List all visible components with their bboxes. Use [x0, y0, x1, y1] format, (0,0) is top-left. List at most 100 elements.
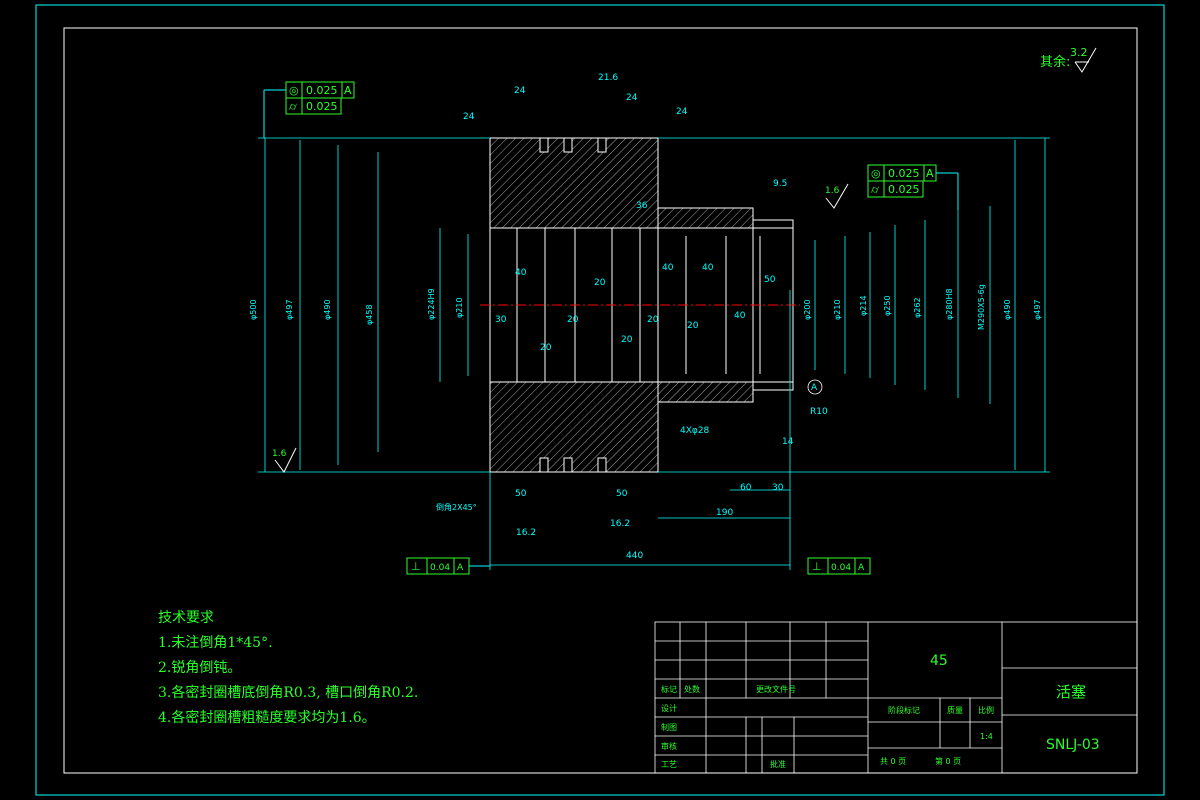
dim-inner-40a: 40 [515, 268, 527, 278]
dim-phi497-left: φ497 [285, 299, 294, 320]
dim-bottom-16b: 16.2 [610, 519, 630, 529]
tb-sheet-no: 第 0 页 [935, 756, 961, 766]
tol-r-1-value: 0.025 [888, 167, 920, 180]
tb-drawing-no: SNLJ-03 [1046, 737, 1100, 753]
dim-14: 14 [782, 437, 794, 447]
tol-tl-2-symbol: ⌭ [289, 100, 297, 113]
technical-requirements: 技术要求 1.未注倒角1*45°. 2.锐角倒钝。 3.各密封圈槽底倒角R0.3… [158, 606, 418, 731]
dim-phi210-left: φ210 [455, 297, 464, 318]
tb-scale-value: 1:4 [980, 732, 993, 741]
dim-inner-9-5: 9.5 [773, 179, 787, 189]
dim-inner-20d: 20 [621, 335, 633, 345]
dim-phi458: φ458 [365, 304, 374, 325]
tb-part-name: 活塞 [1056, 683, 1086, 701]
dim-inner-30: 30 [495, 315, 507, 325]
dim-inner-20e: 20 [647, 315, 659, 325]
tolerance-frame-bottom-left: ⊥ 0.04 A [406, 557, 490, 575]
tb-label-design: 设计 [661, 703, 677, 713]
svg-text:1.6: 1.6 [272, 449, 287, 459]
roughness-left: 1.6 [272, 447, 297, 473]
dim-top-5: 24 [676, 107, 688, 117]
tol-tl-1-symbol: ◎ [289, 84, 299, 97]
dim-phi224: φ224H9 [427, 288, 436, 320]
dim-inner-36: 36 [636, 201, 648, 211]
tol-tl-2-value: 0.025 [306, 100, 338, 113]
dim-inner-40c: 40 [702, 263, 714, 273]
tol-tl-1-datum: A [344, 84, 352, 97]
tb-mass-label: 质量 [947, 705, 963, 715]
svg-text:其余:: 其余: [1040, 54, 1070, 70]
dim-phi280: φ280H8 [945, 288, 954, 320]
dim-phi200: φ200 [803, 299, 812, 320]
tb-label-check: 审核 [661, 741, 677, 751]
tb-sheet-total: 共 0 页 [880, 757, 906, 766]
outer-frame [35, 4, 1165, 796]
tol-r-1-symbol: ◎ [871, 167, 881, 180]
svg-text:A: A [858, 563, 865, 573]
tol-r-1-datum: A [926, 167, 934, 180]
dim-phi500: φ500 [249, 299, 258, 320]
roughness-right: 1.6 [825, 183, 849, 209]
dim-bottom-440: 440 [626, 551, 643, 561]
svg-text:0.04: 0.04 [831, 563, 851, 573]
tolerance-frame-right [867, 164, 959, 210]
tb-material: 45 [930, 653, 948, 669]
tech-note-2: 2.锐角倒钝。 [158, 660, 242, 676]
dim-bottom-30: 30 [772, 483, 784, 493]
dim-chamfer: 倒角2X45° [436, 502, 477, 512]
title-block [654, 621, 1138, 774]
dim-inner-20a: 20 [540, 343, 552, 353]
tech-note-3: 3.各密封圈槽底倒角R0.3, 槽口倒角R0.2. [158, 685, 419, 701]
dim-thread: M290X5-6g [977, 284, 986, 330]
dimension-texts: 24 24 21.6 24 24 30 20 20 20 20 20 20 50… [249, 73, 1042, 561]
dim-inner-20b: 20 [567, 315, 579, 325]
dim-phi490-right: φ490 [1003, 299, 1012, 320]
dim-phi210-right: φ210 [833, 299, 842, 320]
dim-bottom-50b: 50 [616, 489, 628, 499]
svg-text:3.2: 3.2 [1070, 46, 1088, 59]
dim-phi497-right: φ497 [1033, 299, 1042, 320]
dim-holes: 4Xφ28 [680, 426, 710, 436]
tol-r-2-symbol: ⌭ [871, 183, 879, 196]
dim-top-4: 24 [626, 93, 638, 103]
inner-frame [63, 27, 1138, 774]
svg-text:1.6: 1.6 [825, 186, 840, 196]
svg-text:⊥: ⊥ [812, 560, 822, 573]
tb-label-draw: 制图 [661, 722, 677, 732]
tech-note-1: 1.未注倒角1*45°. [158, 635, 273, 651]
tb-stage-label: 阶段标记 [888, 705, 920, 715]
tolerance-frame-top-left [263, 81, 355, 138]
tolerance-frame-bottom-right: ⊥ 0.04 A [807, 557, 871, 575]
datum-a-label: A [811, 383, 818, 393]
piston-section [480, 137, 800, 473]
dim-bottom-190: 190 [716, 508, 733, 518]
dim-inner-20c: 20 [594, 278, 606, 288]
tol-tl-1-value: 0.025 [306, 84, 338, 97]
tb-scale-label: 比例 [978, 705, 994, 715]
svg-text:0.04: 0.04 [430, 563, 450, 573]
left-dimension-lines [258, 137, 490, 473]
dim-bottom-50a: 50 [515, 489, 527, 499]
tb-label-file: 更改文件号 [756, 684, 796, 694]
general-roughness-note: 其余: 3.2 [1040, 46, 1097, 73]
dim-inner-40b: 40 [662, 263, 674, 273]
datum-a-circle [807, 379, 823, 395]
tech-note-4: 4.各密封圈槽粗糙度要求均为1.6。 [158, 710, 376, 726]
dim-inner-40: 40 [734, 311, 746, 321]
tol-r-2-value: 0.025 [888, 183, 920, 196]
tb-label-process: 工艺 [661, 760, 677, 769]
dim-phi262: φ262 [913, 297, 922, 318]
dim-bottom-16a: 16.2 [516, 528, 536, 538]
svg-text:A: A [457, 563, 464, 573]
svg-text:⊥: ⊥ [411, 560, 421, 573]
tb-label-mark: 标记 [661, 684, 677, 694]
dim-inner-50: 50 [764, 275, 776, 285]
dim-phi214: φ214 [859, 295, 868, 316]
dim-top-1: 24 [514, 86, 526, 96]
tb-label-count: 处数 [684, 684, 700, 694]
right-dimension-lines [489, 137, 1050, 570]
tech-notes-title: 技术要求 [158, 610, 214, 626]
dim-top-2: 24 [463, 112, 475, 122]
dim-phi490-left: φ490 [323, 299, 332, 320]
